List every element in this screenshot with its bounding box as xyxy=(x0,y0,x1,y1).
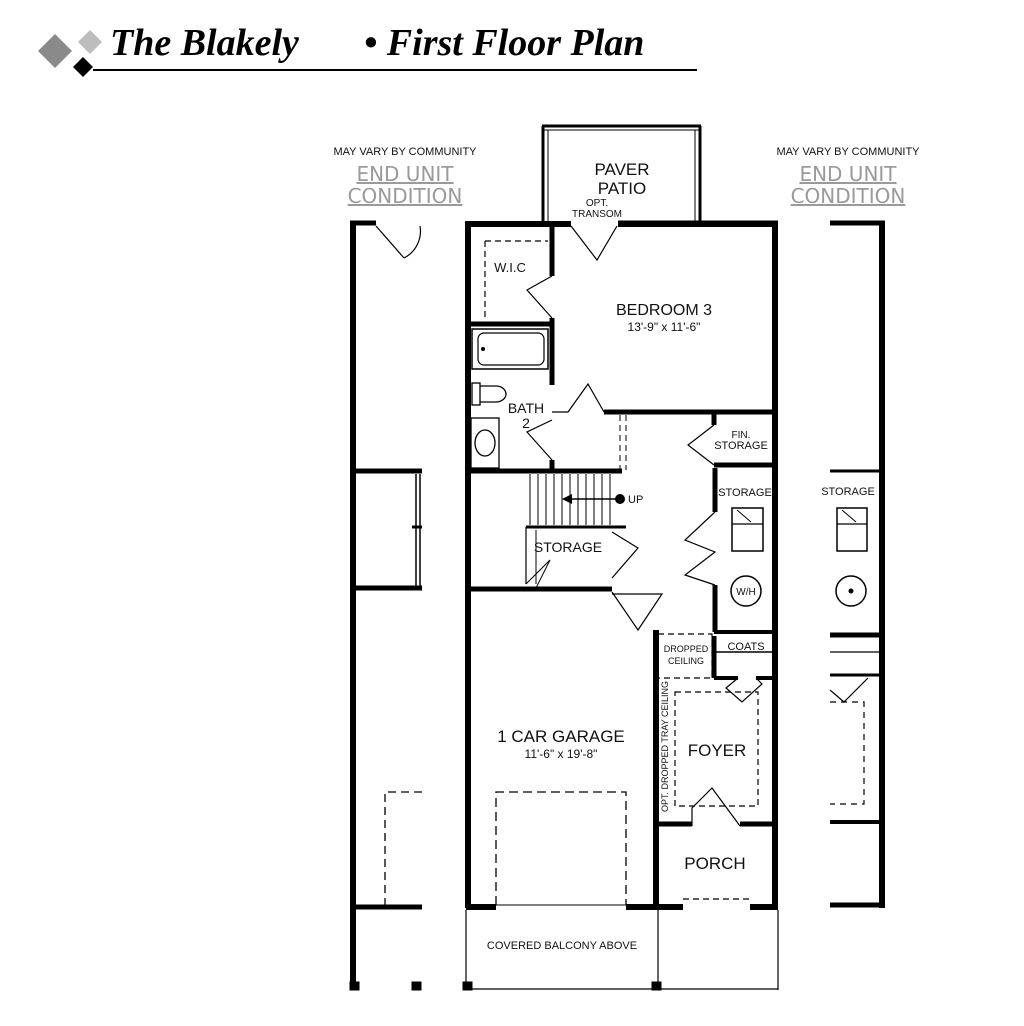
covered-balcony-label: COVERED BALCONY ABOVE xyxy=(487,940,637,952)
plan-name: The Blakely xyxy=(110,22,299,64)
end-unit-right-vary: MAY VARY BY COMMUNITY xyxy=(776,146,920,158)
bath2-label-line2: 2 xyxy=(522,415,530,431)
tray-ceiling-outline xyxy=(674,691,759,807)
end-unit-left-line1: END UNIT xyxy=(356,162,454,186)
garage-size: 11'-6" x 19'-8" xyxy=(525,747,598,761)
covered-balcony-outline xyxy=(462,910,779,991)
end-unit-right-line2: CONDITION xyxy=(791,184,906,208)
right-end-unit-walls xyxy=(829,220,885,908)
opt-transom-label-line2: TRANSOM xyxy=(572,209,622,220)
opt-transom-label-line1: OPT. xyxy=(586,198,608,209)
dropped-ceiling-label-line2: CEILING xyxy=(668,656,704,666)
storage-wh-label: STORAGE xyxy=(718,487,772,499)
dropped-ceiling-label-line1: DROPPED xyxy=(664,644,709,654)
dropped-ceiling-outline xyxy=(657,633,713,679)
header: The Blakely • First Floor Plan xyxy=(38,22,697,77)
paver-patio-label-line2: PATIO xyxy=(598,179,647,198)
bedroom3-size: 13'-9" x 11'-6" xyxy=(628,320,701,334)
bath2-label-line1: BATH xyxy=(508,400,544,416)
coats-label: COATS xyxy=(727,641,764,653)
water-heater-icon xyxy=(730,575,762,607)
washer-icon xyxy=(731,507,764,552)
end-unit-right-note: MAY VARY BY COMMUNITY END UNIT CONDITION xyxy=(776,146,920,208)
right-storage-label: STORAGE xyxy=(821,486,875,498)
doors xyxy=(526,225,763,827)
paver-patio-label-line1: PAVER xyxy=(594,160,649,179)
stair-treads xyxy=(525,474,626,591)
understair-storage-label: STORAGE xyxy=(534,539,602,555)
wic-shelf xyxy=(484,240,548,318)
end-unit-left-line2: CONDITION xyxy=(348,184,463,208)
paver-patio xyxy=(541,124,702,222)
fin-storage-label-line1: FIN. xyxy=(732,430,751,441)
floor-label: • First Floor Plan xyxy=(364,22,644,64)
bedroom3-label: BEDROOM 3 xyxy=(616,302,712,319)
garage-label: 1 CAR GARAGE xyxy=(497,727,625,746)
wic-label: W.I.C xyxy=(494,260,526,275)
garage-door-overhead xyxy=(495,791,627,905)
porch-label: PORCH xyxy=(684,854,745,873)
water-heater-label: W/H xyxy=(736,587,755,598)
stair-direction-arrow xyxy=(562,494,625,504)
end-unit-left-note: MAY VARY BY COMMUNITY END UNIT CONDITION xyxy=(333,146,477,208)
diamond-logo-icon xyxy=(38,30,102,77)
main-unit-walls xyxy=(465,220,778,910)
bathtub-icon xyxy=(471,328,549,370)
toilet-icon xyxy=(471,382,507,406)
left-end-unit-walls xyxy=(349,220,422,991)
end-unit-right-line1: END UNIT xyxy=(799,162,897,186)
sink-icon xyxy=(470,417,500,469)
fin-storage-label-line2: STORAGE xyxy=(714,440,768,452)
foyer-label: FOYER xyxy=(688,741,747,760)
stair-up-label: UP xyxy=(628,494,643,506)
tray-ceiling-label: OPT. DROPPED TRAY CEILING xyxy=(660,681,670,812)
end-unit-left-vary: MAY VARY BY COMMUNITY xyxy=(333,146,477,158)
